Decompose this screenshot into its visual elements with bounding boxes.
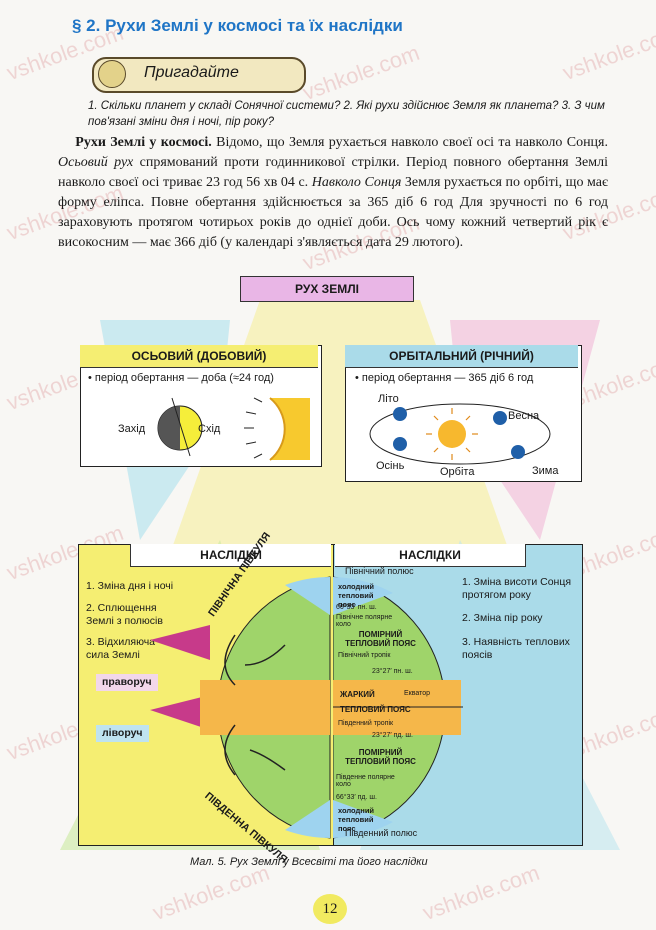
north-pole-label: Північний полюс (345, 566, 414, 576)
left-consequence-item: 3. Відхиляюча сила Землі (86, 636, 156, 661)
left-consequences-header: НАСЛІДКИ (130, 544, 331, 567)
body-paragraph: Рухи Землі у космосі. Відомо, що Земля р… (58, 133, 608, 253)
equator-label: Екватор (404, 690, 431, 697)
temperate-belt-north: ПОМІРНИЙ ТЕПЛОВИЙ ПОЯС (345, 630, 416, 648)
spring-label: Весна (508, 410, 540, 422)
orbital-period: • період обертання — 365 діб 6 год (355, 372, 534, 384)
tropic-north-label: Північний тропік (338, 652, 391, 659)
paragraph-lead: Рухи Землі у космосі. (75, 135, 212, 150)
watermark: vshkole.com (149, 859, 273, 926)
tropic-south-label: Південний тропік (338, 720, 394, 727)
summer-label: Літо (378, 393, 399, 405)
right-consequence-item: 3. Наявність теплових поясів (462, 636, 570, 661)
watermark: vshkole.com (299, 39, 423, 106)
left-deflection-label: ліворуч (96, 725, 149, 742)
figure-caption: Мал. 5. Рух Землі у Всесвіті та його нас… (190, 856, 428, 868)
page-number: 12 (313, 894, 347, 924)
coriolis-arrows (150, 625, 210, 730)
winter-label: Зима (532, 465, 559, 477)
recall-label: Пригадайте (144, 64, 239, 81)
orbital-header: ОРБІТАЛЬНИЙ (РІЧНИЙ) (345, 345, 578, 368)
orbit-diagram (369, 403, 551, 465)
temperate-belt-south: ПОМІРНИЙ ТЕПЛОВИЙ ПОЯС (345, 748, 416, 766)
scroll-icon (98, 60, 126, 88)
east-label: Схід (198, 423, 221, 435)
earth-rotation-diagram (157, 397, 310, 461)
figure-main-title: РУХ ЗЕМЛІ (240, 276, 414, 302)
thermal-belts-globe (333, 576, 463, 839)
paragraph-text: Відомо, що Земля рухається навколо своєї… (211, 135, 608, 150)
tropic-south-latitude: 23°27′ пд. ш. (372, 732, 413, 739)
axial-header: ОСЬОВИЙ (ДОБОВИЙ) (80, 345, 318, 368)
watermark: vshkole.com (559, 19, 656, 86)
hot-belt-label: ЖАРКИЙ (340, 690, 375, 699)
axial-period: • період обертання — доба (≈24 год) (88, 372, 274, 384)
left-consequence-item: 2. Сплющення Землі з полюсів (86, 602, 163, 627)
watermark: vshkole.com (419, 859, 543, 926)
right-consequence-item: 2. Зміна пір року (462, 612, 543, 624)
cold-belt-south: холодний тепловий пояс (338, 806, 375, 833)
tropic-north-latitude: 23°27′ пн. ш. (372, 668, 413, 675)
left-consequence-item: 1. Зміна дня і ночі (86, 580, 174, 592)
orbit-label: Орбіта (440, 466, 475, 478)
paragraph-text: Земля рухається по орбіті, що має форму … (58, 175, 608, 250)
west-label: Захід (118, 423, 146, 435)
term-around-sun: Навколо Сонця (311, 175, 402, 190)
right-consequence-item: 1. Зміна висоти Сонця протягом року (462, 576, 572, 601)
antarctic-circle-label: Південне полярне коло (336, 774, 395, 788)
recall-banner (92, 57, 306, 93)
hot-belt-label-2: ТЕПЛОВИЙ ПОЯС (340, 705, 411, 714)
globe-hemispheres (200, 576, 331, 839)
arctic-circle-label: Північне полярне коло (336, 614, 393, 628)
arctic-circle-latitude: 66°33′ пн. ш. (336, 604, 377, 611)
antarctic-circle-latitude: 66°33′ пд. ш. (336, 794, 377, 801)
recall-questions: 1. Скільки планет у складі Сонячної сист… (88, 100, 605, 128)
south-pole-label: Південний полюс (345, 828, 418, 838)
cold-belt-north: холодний тепловий пояс (338, 582, 375, 609)
right-consequences-header: НАСЛІДКИ (335, 544, 526, 567)
section-title: § 2. Рухи Землі у космосі та їх наслідки (72, 16, 403, 35)
term-axial: Осьовий рух (58, 155, 134, 170)
autumn-label: Осінь (376, 460, 405, 472)
right-deflection-label: праворуч (96, 674, 158, 691)
paragraph-text: спрямований проти годинникової стрілки. … (58, 155, 608, 190)
